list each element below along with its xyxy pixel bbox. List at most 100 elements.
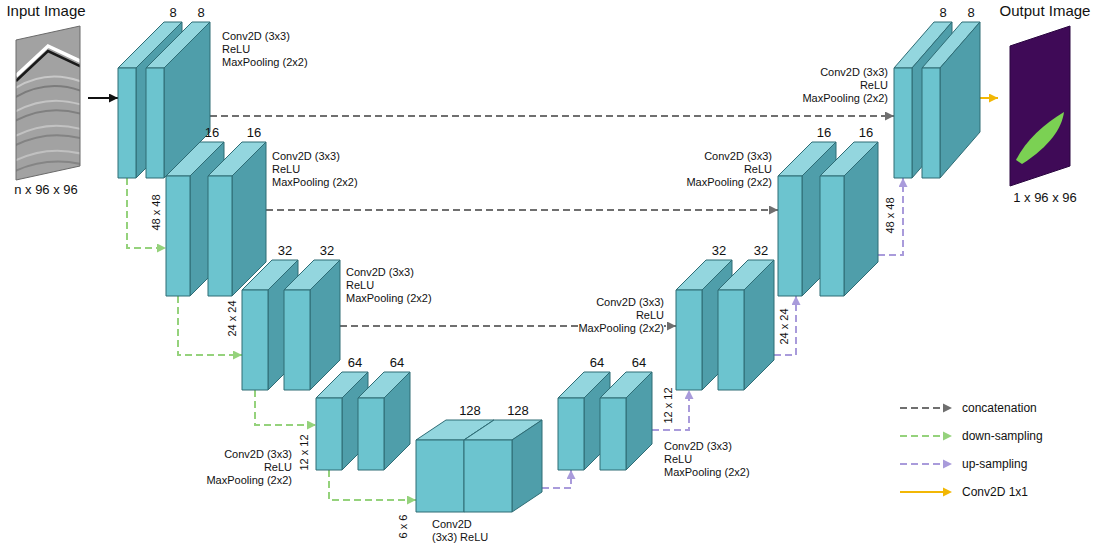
dimension-label: 12 x 12 xyxy=(298,433,311,471)
cuboid-front xyxy=(242,290,268,390)
legend-samples xyxy=(900,404,952,497)
dimension-label: 48 x 48 xyxy=(150,193,163,231)
seismic-trace xyxy=(5,110,95,127)
connector-arrow xyxy=(542,470,571,488)
cuboid-front xyxy=(284,290,310,390)
channel-count: 8 xyxy=(197,5,204,20)
image-title: Input Image xyxy=(6,2,85,20)
channel-count: 16 xyxy=(247,125,261,140)
input-image xyxy=(5,20,95,190)
layer-operations: Conv2D (3x3) ReLU MaxPooling (2x2) xyxy=(346,266,432,305)
channel-count: 16 xyxy=(205,125,219,140)
cuboid-front xyxy=(358,398,384,470)
channel-count: 64 xyxy=(632,355,646,370)
output-image xyxy=(1000,20,1080,190)
channel-count: 32 xyxy=(712,243,726,258)
channel-count: 8 xyxy=(967,5,974,20)
channel-count: 32 xyxy=(320,243,334,258)
connector-arrow xyxy=(980,97,998,99)
layer-block: 16 xyxy=(820,124,878,296)
legend-text: up-sampling xyxy=(962,457,1027,472)
legend-text: down-sampling xyxy=(962,429,1043,444)
cuboid-front xyxy=(600,398,626,470)
cuboid-front xyxy=(118,68,136,178)
mask-region xyxy=(1016,112,1064,164)
cuboid-front xyxy=(820,176,844,296)
layer-block: 32 xyxy=(718,242,774,390)
legend-text: concatenation xyxy=(962,401,1037,416)
layer-operations: Conv2D (3x3) ReLU MaxPooling (2x2) xyxy=(222,30,308,69)
cuboid-shape xyxy=(820,142,878,296)
connector-arrow xyxy=(878,178,903,255)
cuboid-front xyxy=(166,176,190,296)
seismic-trace xyxy=(5,135,95,151)
legend-line xyxy=(900,435,944,437)
channel-count: 16 xyxy=(817,125,831,140)
cuboid-side xyxy=(384,372,410,470)
cuboid-front xyxy=(146,68,164,178)
layer-operations: Conv2D (3x3) ReLU MaxPooling (2x2) xyxy=(272,150,358,189)
layer-operations: Conv2D (3x3) ReLU MaxPooling (2x2) xyxy=(686,150,772,189)
cuboid-front xyxy=(778,176,802,296)
connector-arrow xyxy=(329,470,416,500)
layer-operations: Conv2D (3x3) ReLU xyxy=(432,518,489,544)
cuboid-front xyxy=(894,68,912,178)
connector-arrow xyxy=(774,296,796,355)
channel-count: 64 xyxy=(348,355,362,370)
legend-text: Conv2D 1x1 xyxy=(962,485,1028,500)
seismic-trace xyxy=(5,151,95,166)
cuboid-side xyxy=(940,22,980,178)
channel-count: 64 xyxy=(390,355,404,370)
channel-count: 32 xyxy=(278,243,292,258)
cuboid-shape xyxy=(284,260,340,390)
layer-operations: Conv2D (3x3) ReLU MaxPooling (2x2) xyxy=(802,66,888,105)
dimension-label: 24 x 24 xyxy=(778,307,791,345)
seismic-trace xyxy=(5,162,95,176)
image-node: Output Image1 x 96 x 96 xyxy=(998,2,1092,206)
layer-operations: Conv2D (3x3) ReLU MaxPooling (2x2) xyxy=(578,296,664,335)
image-frame xyxy=(16,26,80,180)
layer-block: 64 xyxy=(600,354,652,470)
connector-arrow xyxy=(88,97,118,99)
connector-arrow xyxy=(255,390,316,425)
legend-arrowhead xyxy=(943,404,952,413)
channel-count: 128 xyxy=(459,403,481,418)
layer-block: 8 xyxy=(922,4,980,178)
cuboid-front xyxy=(676,290,702,390)
cuboid-front xyxy=(558,398,584,470)
channel-count: 32 xyxy=(754,243,768,258)
layer-operations: Conv2D (3x3) ReLU MaxPooling (2x2) xyxy=(664,440,750,479)
cuboid-side xyxy=(310,260,340,390)
cuboid-shape xyxy=(208,142,266,296)
legend-arrowhead xyxy=(943,432,952,441)
legend-arrowhead xyxy=(943,460,952,469)
cuboid-shape xyxy=(718,260,774,390)
cuboid-shape xyxy=(922,22,980,178)
image-frame xyxy=(1010,26,1070,186)
legend-line xyxy=(900,491,944,493)
dimension-label: 48 x 48 xyxy=(884,196,897,234)
cuboid-front xyxy=(316,398,342,470)
layer-block: 128 xyxy=(464,402,542,512)
channel-count: 64 xyxy=(590,355,604,370)
channel-count: 128 xyxy=(507,403,529,418)
mask-ground xyxy=(1000,20,1080,190)
cuboid-shape xyxy=(600,372,652,470)
cuboid-front xyxy=(922,68,940,178)
connector-arrow xyxy=(178,296,242,355)
image-node: Input Imagen x 96 x 96 xyxy=(4,2,88,198)
layer-block: 64 xyxy=(358,354,410,470)
dimension-label: 12 x 12 xyxy=(662,386,675,424)
channel-count: 8 xyxy=(169,5,176,20)
layer-block: 16 xyxy=(208,124,266,296)
image-title: Output Image xyxy=(1000,2,1091,20)
cuboid-side xyxy=(626,372,652,470)
layer-block: 32 xyxy=(284,242,340,390)
connector-arrow xyxy=(210,115,894,117)
channel-count: 8 xyxy=(939,5,946,20)
cuboid-front xyxy=(208,176,232,296)
channel-count: 16 xyxy=(859,125,873,140)
seismic-reflector xyxy=(16,51,82,81)
cuboid-front xyxy=(416,440,464,512)
legend-line xyxy=(900,407,944,409)
